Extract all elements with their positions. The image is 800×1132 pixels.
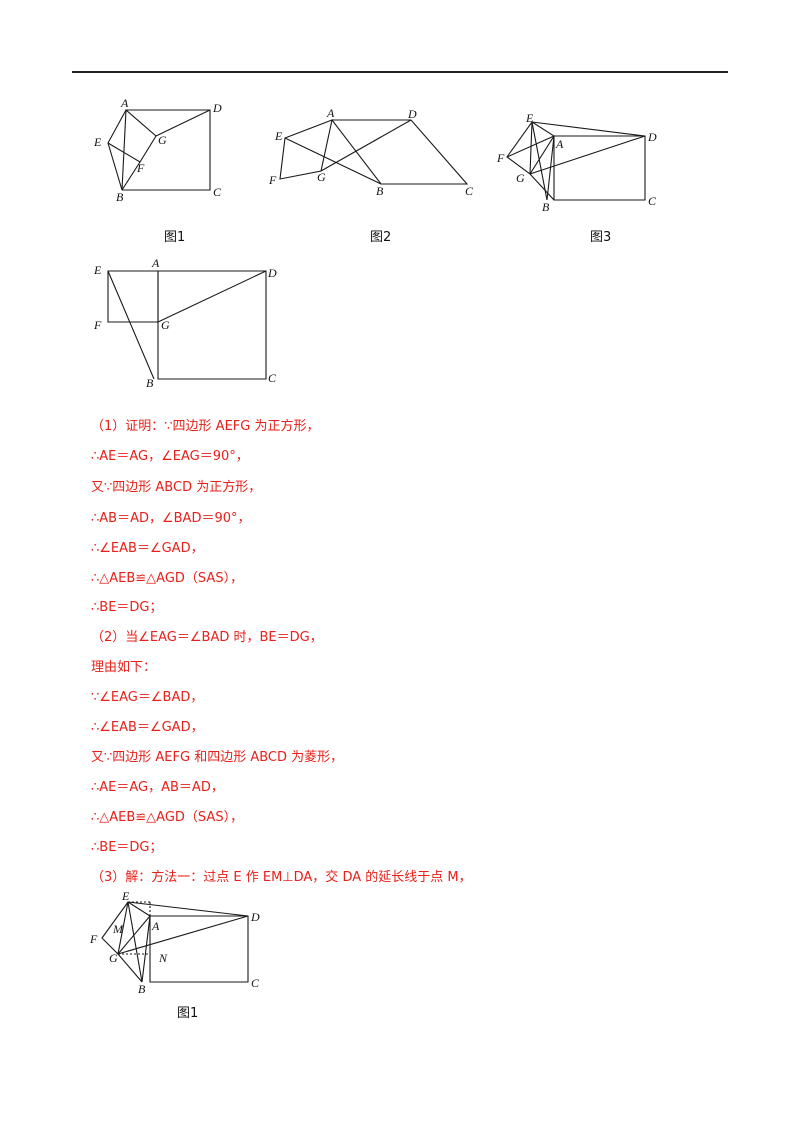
segment-dg [157, 270, 267, 323]
label-b: B [116, 190, 124, 204]
label-c: C [251, 976, 260, 990]
label-a: A [326, 106, 335, 120]
label-f: F [268, 173, 277, 187]
label-m: M [112, 922, 124, 936]
segment-eb [531, 121, 548, 201]
solution-line-3: 又∵四边形 ABCD 为正方形， [91, 480, 262, 495]
label-g: G [317, 170, 326, 184]
figure-5: E M A D F G N B C [89, 889, 260, 996]
solution-line-13: ∴AE＝AG，AB＝AD， [91, 780, 224, 795]
label-e: E [121, 889, 130, 903]
label-c: C [648, 194, 657, 208]
label-e: E [93, 135, 102, 149]
solution-line-16: （3）解：方法一：过点 E 作 EM⊥DA，交 DA 的延长线于点 M， [91, 870, 472, 885]
label-d: D [250, 910, 260, 924]
solution-line-8: （2）当∠EAG＝∠BAD 时，BE＝DG， [91, 630, 323, 645]
segment-fb [121, 161, 141, 191]
solution-line-5: ∴∠EAB＝∠GAD， [91, 541, 204, 556]
segment-be [107, 270, 155, 380]
label-c: C [213, 185, 222, 199]
solution-line-4: ∴AB＝AD，∠BAD＝90°， [91, 511, 251, 526]
label-b: B [146, 376, 154, 390]
segment-be [284, 137, 382, 185]
caption-fig5: 图1 [177, 1006, 199, 1021]
segment-ed [531, 121, 646, 137]
segment-ab [546, 135, 555, 201]
label-b: B [138, 982, 146, 996]
square-aefg [107, 270, 159, 323]
label-f: F [93, 318, 102, 332]
segment-eg [117, 901, 129, 955]
label-d: D [647, 130, 657, 144]
figure-1: A D E G F B C [93, 96, 222, 204]
label-g: G [161, 318, 170, 332]
square-abcd [157, 270, 267, 380]
label-a: A [555, 137, 564, 151]
square-abcd [553, 135, 646, 201]
label-f: F [136, 161, 145, 175]
solution-line-2: ∴AE＝AG，∠EAG＝90°， [91, 449, 249, 464]
label-f: F [496, 151, 505, 165]
solution-line-9: 理由如下： [91, 660, 157, 675]
square-aefg [107, 109, 157, 163]
segment-gd [117, 915, 249, 955]
label-d: D [212, 101, 222, 115]
rhombus-abcd [330, 119, 469, 185]
label-c: C [268, 371, 277, 385]
solution-line-10: ∵∠EAG＝∠BAD， [91, 690, 204, 705]
solution-line-6: ∴△AEB≌△AGD（SAS）， [91, 571, 244, 586]
segment-dg [155, 109, 211, 137]
solution-line-1: （1）证明：∵四边形 AEFG 为正方形， [91, 419, 320, 434]
caption-fig1: 图1 [164, 230, 186, 245]
figure-4: A E D F G B C [93, 256, 277, 390]
label-b: B [376, 184, 384, 198]
header-rule [72, 71, 728, 73]
label-a: A [120, 96, 129, 110]
segment-gd [529, 135, 646, 175]
square-abcd [149, 915, 249, 983]
segment-gb [117, 953, 143, 983]
label-g: G [109, 951, 118, 965]
label-c: C [465, 184, 474, 198]
figure-2: A D E F G B C [268, 106, 474, 198]
label-g: G [516, 171, 525, 185]
segment-fa [506, 135, 555, 158]
segment-eg [529, 121, 533, 175]
solution-line-15: ∴BE＝DG； [91, 840, 163, 855]
solution-line-11: ∴∠EAB＝∠GAD， [91, 720, 204, 735]
label-g: G [158, 133, 167, 147]
solution-line-12: 又∵四边形 AEFG 和四边形 ABCD 为菱形， [91, 750, 344, 765]
label-a: A [151, 919, 160, 933]
label-n: N [158, 951, 168, 965]
segment-dg [320, 119, 412, 172]
label-e: E [525, 111, 534, 125]
label-d: D [407, 107, 417, 121]
segment-gb [529, 173, 555, 201]
label-a: A [151, 256, 160, 270]
segment-eb [127, 901, 143, 983]
side-ab [121, 109, 127, 191]
caption-fig3: 图3 [590, 230, 612, 245]
label-e: E [274, 129, 283, 143]
label-b: B [542, 200, 550, 214]
square-abcd [122, 109, 211, 191]
solution-line-7: ∴BE＝DG； [91, 600, 163, 615]
label-e: E [93, 263, 102, 277]
caption-fig2: 图2 [370, 230, 392, 245]
segment-be [107, 142, 123, 191]
figure-3: E A D F G B C [496, 111, 657, 214]
segment-ed [127, 901, 249, 917]
solution-line-14: ∴△AEB≌△AGD（SAS）， [91, 810, 244, 825]
segment-ab [141, 915, 151, 983]
label-f: F [89, 932, 98, 946]
label-d: D [267, 266, 277, 280]
